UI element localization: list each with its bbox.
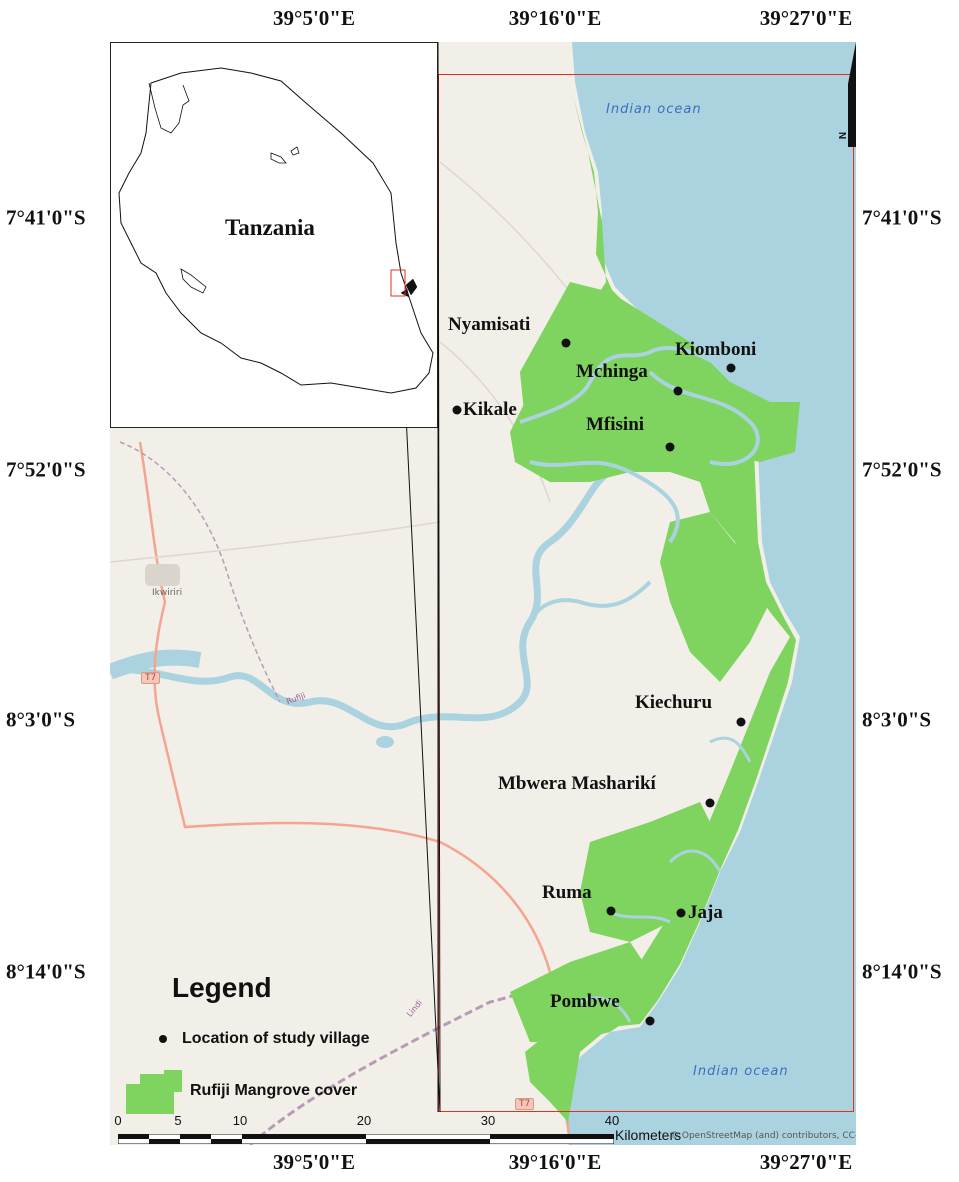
road-shield-2: T7: [515, 1098, 535, 1110]
village-label-kiechuru: Kiechuru: [635, 692, 713, 713]
road-shield-1: T7: [141, 672, 161, 684]
mangrove-cover: [510, 92, 800, 1122]
village-label-kiomboni: Kiomboni: [675, 339, 757, 360]
lon-label-top-2: 39°16'0"E: [508, 6, 602, 30]
town-label: Ikwiriri: [152, 588, 183, 598]
village-label-mchinga: Mchinga: [576, 361, 648, 382]
tanzania-outline: [118, 67, 434, 394]
scale-tick-30: 30: [480, 1113, 496, 1128]
legend-mangrove-symbol: [126, 1070, 182, 1114]
zoom-line-3: [399, 291, 441, 1113]
scale-tick-10: 10: [232, 1113, 248, 1128]
village-label-kikale: Kikale: [463, 399, 517, 420]
legend-title: Legend: [172, 972, 272, 1003]
lake-rukwa: [180, 268, 207, 294]
north-label: N: [838, 131, 850, 140]
lat-label-right-4: 8°14'0"S: [862, 959, 942, 984]
ocean-label-north: Indian ocean: [606, 102, 702, 117]
lat-label-left-2: 7°52'0"S: [6, 457, 86, 482]
village-label-ruma: Ruma: [542, 882, 592, 903]
scale-unit-label: Kilometers: [615, 1127, 682, 1143]
scale-tick-5: 5: [174, 1113, 182, 1128]
legend-mangrove-label: Rufiji Mangrove cover: [190, 1082, 358, 1099]
lake: [376, 736, 394, 748]
village-label-mfisini: Mfisini: [586, 414, 645, 435]
lat-label-right-1: 7°41'0"S: [862, 205, 942, 230]
delta-channels-south: [579, 736, 752, 1023]
inland-lakes: [270, 146, 300, 164]
scale-tick-20: 20: [356, 1113, 372, 1128]
scale-tick-40: 40: [604, 1113, 620, 1128]
lake-victoria-shore: [148, 82, 190, 134]
scale-tick-0: 0: [114, 1113, 122, 1128]
basemap-svg: [110, 42, 856, 1145]
lon-label-top-1: 39°5'0"E: [273, 6, 355, 30]
study-area-locator: [390, 269, 406, 297]
lat-label-right-2: 7°52'0"S: [862, 457, 942, 482]
town-area: [145, 564, 180, 586]
village-markers: [452, 338, 746, 1026]
lat-label-left-1: 7°41'0"S: [6, 205, 86, 230]
lat-label-left-3: 8°3'0"S: [6, 707, 76, 732]
lon-label-top-3: 39°27'0"E: [759, 6, 853, 30]
village-label-pombwe: Pombwe: [550, 991, 620, 1012]
north-arrow: [848, 42, 856, 147]
lat-label-left-4: 8°14'0"S: [6, 959, 86, 984]
legend-village-symbol: [159, 1035, 167, 1043]
river-wide-section: [110, 649, 202, 680]
legend-village-label: Location of study village: [182, 1030, 370, 1047]
village-label-mbwera-mashariki: Mbwera Masharikí: [498, 773, 656, 794]
lon-label-bottom-3: 39°27'0"E: [759, 1150, 853, 1174]
lon-label-bottom-2: 39°16'0"E: [508, 1150, 602, 1174]
minor-roads: [110, 161, 571, 563]
inset-map: Tanzania: [110, 42, 438, 428]
ocean-area: [562, 42, 856, 1145]
map-attribution: © OpenStreetMap (and) contributors, CC-B…: [670, 1131, 856, 1141]
country-outline: [118, 67, 434, 394]
village-label-nyamisati: Nyamisati: [448, 314, 531, 335]
ocean-label-south: Indian ocean: [693, 1064, 789, 1079]
village-label-jaja: Jaja: [688, 902, 723, 923]
inset-country-label: Tanzania: [225, 215, 315, 240]
lat-label-right-3: 8°3'0"S: [862, 707, 932, 732]
river-channel: [528, 580, 652, 623]
rufiji-river: [110, 468, 612, 731]
admin-boundary-1: [119, 441, 281, 703]
scale-bar: [118, 1134, 614, 1144]
map-frame[interactable]: Indian ocean Indian ocean Ikwiriri T7 T7…: [110, 42, 856, 1145]
lon-label-bottom-1: 39°5'0"E: [273, 1150, 355, 1174]
zoom-line-2: [437, 42, 441, 1113]
